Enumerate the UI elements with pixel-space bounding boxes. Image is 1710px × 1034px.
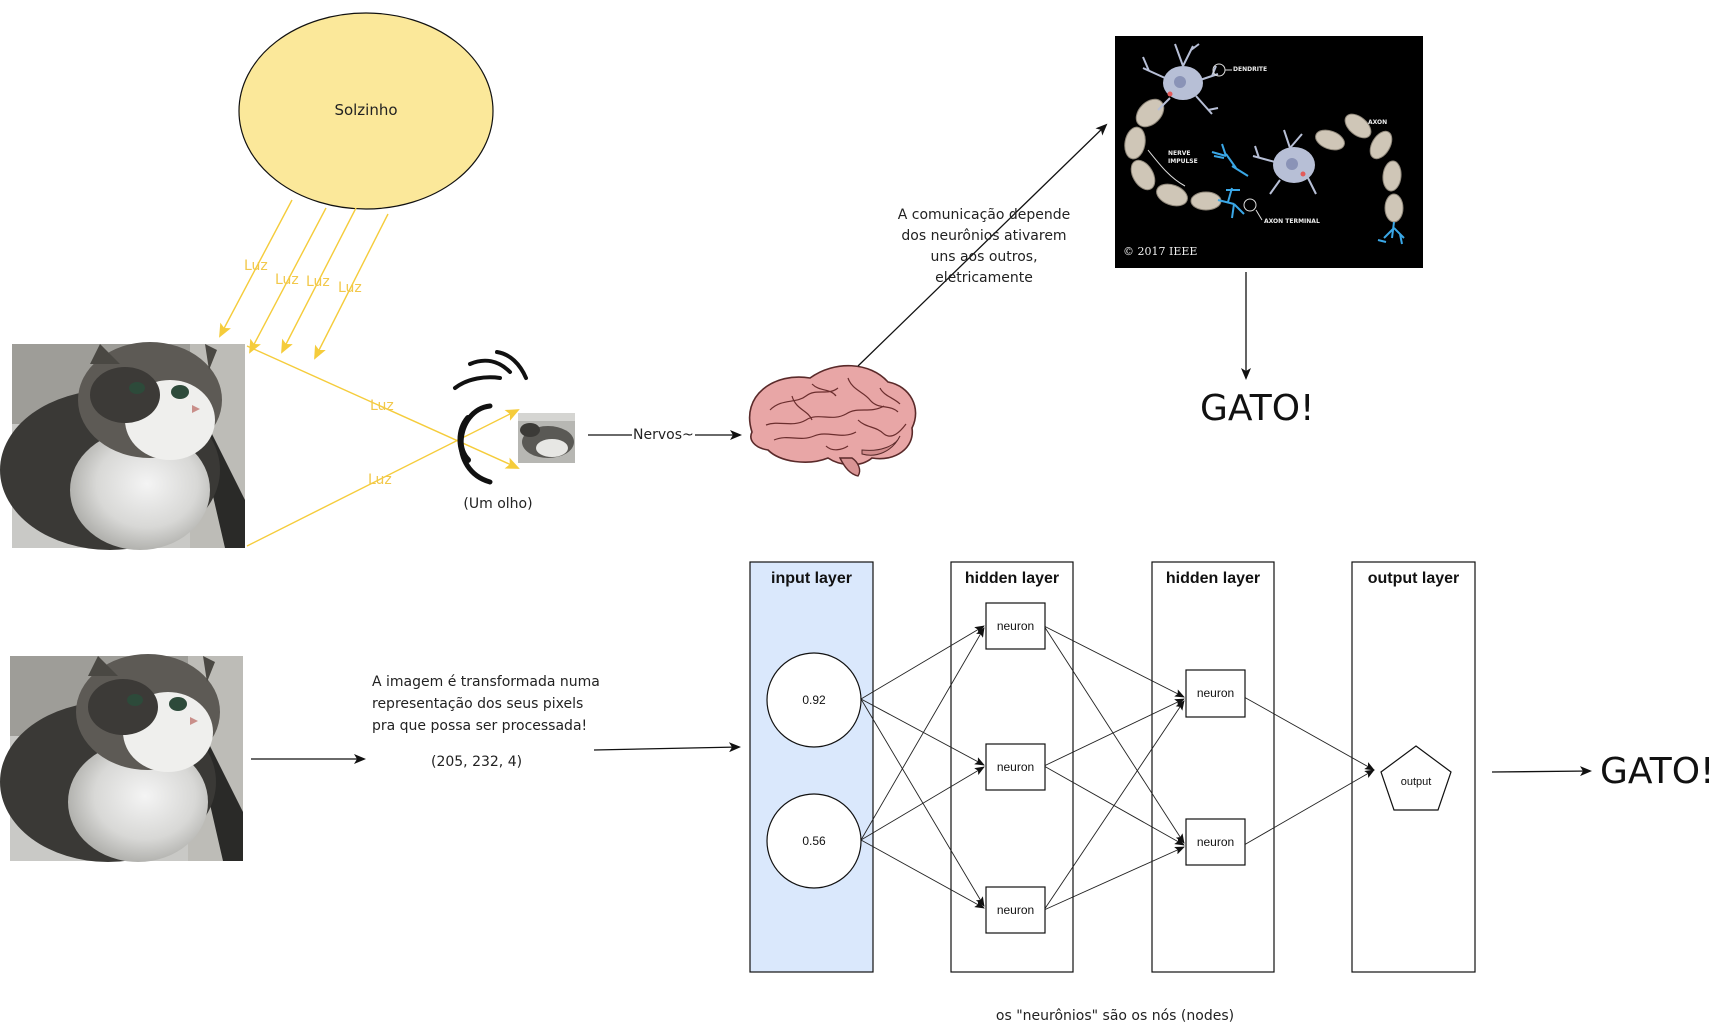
cat-photo-top xyxy=(0,342,245,550)
hidden2-node-1 xyxy=(1185,669,1246,718)
input-node-1 xyxy=(766,652,862,748)
result-bottom: GATO! xyxy=(1600,751,1710,792)
dendrite-label: DENDRITE xyxy=(1233,66,1268,73)
output-node-label: output xyxy=(1400,776,1432,788)
pixel-note-line-1: A imagem é transformada numa xyxy=(372,674,600,690)
neural-network xyxy=(749,561,1476,973)
cat-photo-bottom xyxy=(0,654,243,862)
pixel-shape: (205, 232, 4) xyxy=(431,754,523,770)
input-layer-title: input layer xyxy=(771,570,852,587)
reflected-light xyxy=(246,345,520,547)
pixels-to-network-arrow xyxy=(593,742,741,753)
input-layer-box xyxy=(749,561,874,973)
result-top: GATO! xyxy=(1200,388,1315,429)
hidden2-node-2-label: neuron xyxy=(1196,835,1235,849)
brain-to-neuron-arrow xyxy=(857,123,1108,367)
light-label-5: Luz xyxy=(370,398,394,414)
pixel-note-line-2: representação dos seus pixels xyxy=(372,696,584,712)
hidden1-node-2-label: neuron xyxy=(996,760,1035,774)
light-label-2: Luz xyxy=(275,272,299,288)
hidden-layer-2-box xyxy=(1151,561,1275,973)
axon-label: AXON xyxy=(1368,119,1388,126)
neuron-illustration xyxy=(1115,36,1423,268)
brain-note: A comunicação depende dos neurônios ativ… xyxy=(866,205,1102,289)
brain-note-line-3: uns aos outros, xyxy=(930,249,1038,265)
hidden-layer-1-title: hidden layer xyxy=(964,570,1060,587)
brain-note-line-2: dos neurônios ativarem xyxy=(901,228,1067,244)
pixel-note-line-3: pra que possa ser processada! xyxy=(372,718,588,734)
input-node-1-value: 0.92 xyxy=(802,693,826,707)
brain-note-line-1: A comunicação depende xyxy=(897,207,1071,223)
pixel-note: A imagem é transformada numa representaç… xyxy=(372,671,612,737)
hidden2-node-2 xyxy=(1185,818,1246,866)
brain-note-line-4: eletricamente xyxy=(935,270,1033,286)
nerve-impulse-label-1: NERVE xyxy=(1168,150,1191,157)
eye-drawing xyxy=(453,350,528,485)
network-to-result-arrow xyxy=(1491,766,1592,777)
input-node-2 xyxy=(766,793,862,889)
light-label-1: Luz xyxy=(244,258,268,274)
light-label-6: Luz xyxy=(368,472,392,488)
hidden-layer-2-title: hidden layer xyxy=(1165,570,1261,587)
sun-label: Solzinho xyxy=(334,101,398,119)
sun-ellipse xyxy=(238,12,494,210)
hidden1-node-3 xyxy=(985,886,1046,934)
output-node xyxy=(1380,745,1452,811)
light-label-3: Luz xyxy=(306,274,330,290)
hidden1-node-3-label: neuron xyxy=(996,903,1035,917)
sun-light-rays xyxy=(219,199,389,360)
hidden1-node-2 xyxy=(985,743,1046,791)
hidden1-node-1 xyxy=(985,602,1046,650)
hidden2-node-1-label: neuron xyxy=(1196,686,1235,700)
axon-terminal-label: AXON TERMINAL xyxy=(1264,218,1320,225)
input-node-2-value: 0.56 xyxy=(802,834,826,848)
hidden1-node-1-label: neuron xyxy=(996,619,1035,633)
retina-image xyxy=(518,413,575,463)
nerves-label: Nervos~ xyxy=(632,427,695,443)
footnote: os "neurônios" são os nós (nodes) xyxy=(995,1008,1235,1024)
nerve-impulse-label-2: IMPULSE xyxy=(1168,158,1198,165)
brain-illustration xyxy=(749,364,917,477)
eye-caption: (Um olho) xyxy=(463,496,533,512)
copyright-label: © 2017 IEEE xyxy=(1123,245,1198,258)
output-layer-title: output layer xyxy=(1367,570,1460,587)
light-label-4: Luz xyxy=(338,280,362,296)
